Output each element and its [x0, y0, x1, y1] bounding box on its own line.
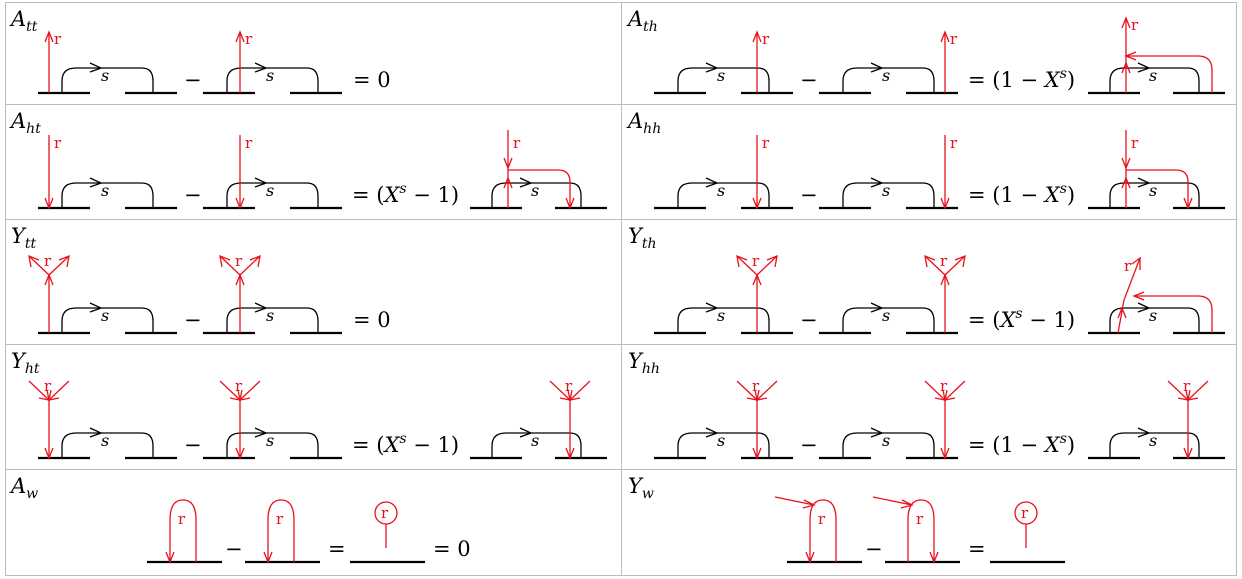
- svg-text:s: s: [717, 431, 725, 450]
- svg-text:= 0: = 0: [433, 537, 471, 561]
- strand-diagram: s: [470, 377, 607, 460]
- strand-diagram: s: [654, 30, 793, 95]
- svg-text:=: =: [968, 537, 986, 561]
- strand-diagram: s: [38, 30, 177, 95]
- svg-text:s: s: [882, 66, 890, 85]
- cell-label-Ytt: Ytt: [11, 224, 37, 252]
- table-grid: [5, 2, 1237, 576]
- strand-diagram: [147, 499, 222, 564]
- svg-text:s: s: [717, 66, 725, 85]
- strand-diagram: [872, 496, 960, 564]
- strand-diagram: s: [470, 130, 607, 210]
- relation-Aht: s − s = (Xs − 1) s: [38, 130, 607, 210]
- strand-diagram: s: [819, 252, 966, 335]
- svg-text:−: −: [184, 183, 202, 207]
- strand-diagram: [350, 501, 425, 564]
- cell-label-Att: Att: [9, 7, 38, 35]
- cell-label-Yw: Yw: [628, 474, 654, 502]
- svg-text:s: s: [101, 431, 109, 450]
- svg-text:−: −: [800, 433, 818, 457]
- cell-labels: Att Ath Aht Ahh Ytt Yth Yht Yhh Aw Yw: [9, 7, 661, 502]
- svg-text:= 0: = 0: [353, 308, 391, 332]
- svg-text:s: s: [717, 306, 725, 325]
- relation-Ath: s − s = (1 − Xs) s: [654, 16, 1225, 95]
- svg-text:s: s: [882, 181, 890, 200]
- strand-diagram: [774, 496, 862, 564]
- svg-text:= (Xs − 1): = (Xs − 1): [352, 431, 459, 457]
- strand-diagram: s: [28, 377, 177, 460]
- strand-diagram: s: [654, 252, 793, 335]
- strand-diagram: s: [28, 252, 177, 335]
- cell-label-Ath: Ath: [626, 7, 658, 35]
- svg-text:s: s: [531, 181, 539, 200]
- strand-diagram: s: [819, 134, 958, 210]
- strand-diagram: s: [203, 30, 342, 95]
- svg-text:s: s: [1149, 66, 1157, 85]
- relation-Yht: s − s = (Xs − 1): [28, 377, 607, 460]
- svg-text:= (Xs − 1): = (Xs − 1): [352, 181, 459, 207]
- strand-diagram: s: [1088, 256, 1225, 335]
- svg-text:−: −: [225, 537, 243, 561]
- svg-text:−: −: [865, 537, 883, 561]
- cell-label-Yht: Yht: [11, 349, 40, 377]
- strand-diagram: s: [1088, 377, 1225, 460]
- strand-diagram: s: [203, 252, 342, 335]
- svg-text:−: −: [800, 183, 818, 207]
- svg-text:= (Xs − 1): = (Xs − 1): [968, 306, 1075, 332]
- strand-diagram: [245, 499, 320, 564]
- svg-text:s: s: [266, 306, 274, 325]
- svg-text:s: s: [1149, 306, 1157, 325]
- svg-text:s: s: [1149, 181, 1157, 200]
- svg-text:= (1 − Xs): = (1 − Xs): [968, 66, 1075, 92]
- cell-label-Aht: Aht: [9, 109, 41, 137]
- strand-diagram: s: [819, 377, 966, 460]
- svg-text:s: s: [101, 306, 109, 325]
- relation-Ytt: s − s = 0: [28, 252, 391, 335]
- svg-text:−: −: [184, 308, 202, 332]
- strand-diagram: s: [203, 377, 342, 460]
- svg-text:−: −: [184, 433, 202, 457]
- cell-label-Ahh: Ahh: [626, 109, 661, 137]
- strand-diagram: s: [1088, 130, 1225, 210]
- relation-Yhh: s − s = (1 − Xs): [654, 377, 1225, 460]
- svg-text:s: s: [266, 431, 274, 450]
- cell-label-Yth: Yth: [628, 224, 657, 252]
- cell-label-Aw: Aw: [9, 474, 38, 502]
- svg-text:= (1 − Xs): = (1 − Xs): [968, 431, 1075, 457]
- svg-text:s: s: [882, 431, 890, 450]
- svg-text:−: −: [800, 68, 818, 92]
- strand-diagram: s: [38, 134, 177, 210]
- strand-diagram: s: [654, 377, 793, 460]
- svg-text:s: s: [882, 306, 890, 325]
- svg-text:s: s: [1149, 431, 1157, 450]
- strand-diagram: s: [203, 134, 342, 210]
- strand-diagram: s: [819, 30, 958, 95]
- svg-text:s: s: [101, 66, 109, 85]
- svg-text:=: =: [328, 537, 346, 561]
- strand-diagram: s: [1088, 16, 1225, 95]
- svg-text:s: s: [101, 181, 109, 200]
- svg-text:s: s: [266, 181, 274, 200]
- svg-text:−: −: [800, 308, 818, 332]
- svg-text:= 0: = 0: [353, 68, 391, 92]
- relation-Aw: − = = 0: [147, 499, 471, 564]
- relation-Att: s − s = 0: [38, 30, 391, 95]
- svg-text:s: s: [266, 66, 274, 85]
- svg-text:s: s: [531, 431, 539, 450]
- relation-Ahh: s − s = (1 − Xs) s: [654, 130, 1225, 210]
- svg-text:−: −: [184, 68, 202, 92]
- strand-diagram: s: [654, 134, 793, 210]
- svg-text:= (1 − Xs): = (1 − Xs): [968, 181, 1075, 207]
- relation-Yth: s − s = (Xs − 1): [654, 252, 1225, 335]
- relation-Yw: − =: [774, 496, 1065, 564]
- svg-text:s: s: [717, 181, 725, 200]
- strand-diagram: [990, 501, 1065, 564]
- cell-label-Yhh: Yhh: [628, 349, 660, 377]
